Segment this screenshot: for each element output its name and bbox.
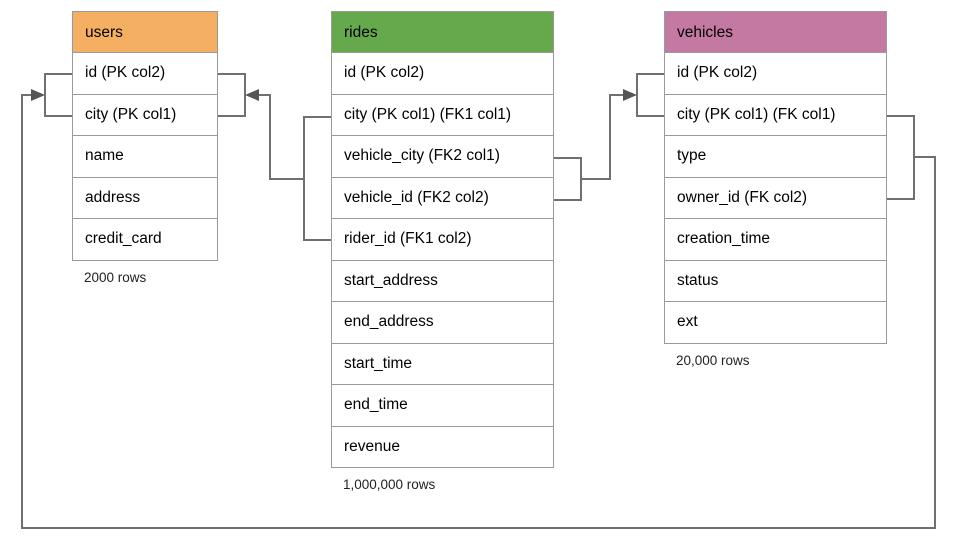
field-rides-start-address[interactable]: start_address	[331, 260, 554, 302]
rides-to-users-route	[258, 94, 304, 180]
entity-table-users[interactable]: users id (PK col2) city (PK col1) name a…	[72, 11, 218, 285]
row-count-vehicles: 20,000 rows	[676, 352, 750, 368]
field-vehicles-type[interactable]: type	[664, 136, 887, 178]
field-users-city[interactable]: city (PK col1)	[72, 94, 218, 136]
field-rides-vehicle-id[interactable]: vehicle_id (FK2 col2)	[331, 177, 554, 219]
field-users-name[interactable]: name	[72, 136, 218, 178]
field-users-address[interactable]: address	[72, 177, 218, 219]
field-vehicles-status[interactable]: status	[664, 260, 887, 302]
relationship-rides-to-users	[218, 73, 331, 241]
field-vehicles-id[interactable]: id (PK col2)	[664, 53, 887, 95]
table-header-users: users	[72, 11, 218, 53]
field-vehicles-creation-time[interactable]: creation_time	[664, 219, 887, 261]
field-rides-vehicle-city[interactable]: vehicle_city (FK2 col1)	[331, 136, 554, 178]
table-header-vehicles: vehicles	[664, 11, 887, 53]
field-rides-rider-id[interactable]: rider_id (FK1 col2)	[331, 219, 554, 261]
field-rides-start-time[interactable]: start_time	[331, 343, 554, 385]
vehicles-right-bracket	[887, 115, 915, 200]
entity-table-vehicles[interactable]: vehicles id (PK col2) city (PK col1) (FK…	[664, 11, 887, 368]
vehicles-left-bracket	[636, 73, 664, 117]
field-rides-end-address[interactable]: end_address	[331, 302, 554, 344]
field-rides-city[interactable]: city (PK col1) (FK1 col1)	[331, 94, 554, 136]
row-count-users: 2000 rows	[84, 269, 147, 285]
rides-to-vehicles-route	[581, 94, 626, 180]
row-count-rides: 1,000,000 rows	[343, 477, 436, 492]
table-header-rides: rides	[331, 11, 554, 53]
relationship-rides-to-vehicles	[554, 73, 664, 201]
users-left-bracket	[44, 73, 72, 117]
field-vehicles-owner-id[interactable]: owner_id (FK col2)	[664, 177, 887, 219]
users-right-bracket	[218, 73, 246, 117]
arrowhead-into-users-right	[245, 89, 259, 101]
field-rides-end-time[interactable]: end_time	[331, 385, 554, 427]
field-vehicles-ext[interactable]: ext	[664, 302, 887, 344]
entity-table-rides[interactable]: rides id (PK col2) city (PK col1) (FK1 c…	[331, 11, 554, 492]
field-rides-revenue[interactable]: revenue	[331, 426, 554, 468]
arrowhead-into-users-left	[31, 89, 45, 101]
field-vehicles-city[interactable]: city (PK col1) (FK col1)	[664, 94, 887, 136]
arrowhead-into-vehicles-left	[623, 89, 637, 101]
field-users-credit-card[interactable]: credit_card	[72, 219, 218, 261]
rides-left-bracket	[303, 116, 331, 241]
rides-right-bracket	[554, 157, 582, 201]
field-rides-id[interactable]: id (PK col2)	[331, 53, 554, 95]
field-users-id[interactable]: id (PK col2)	[72, 53, 218, 95]
